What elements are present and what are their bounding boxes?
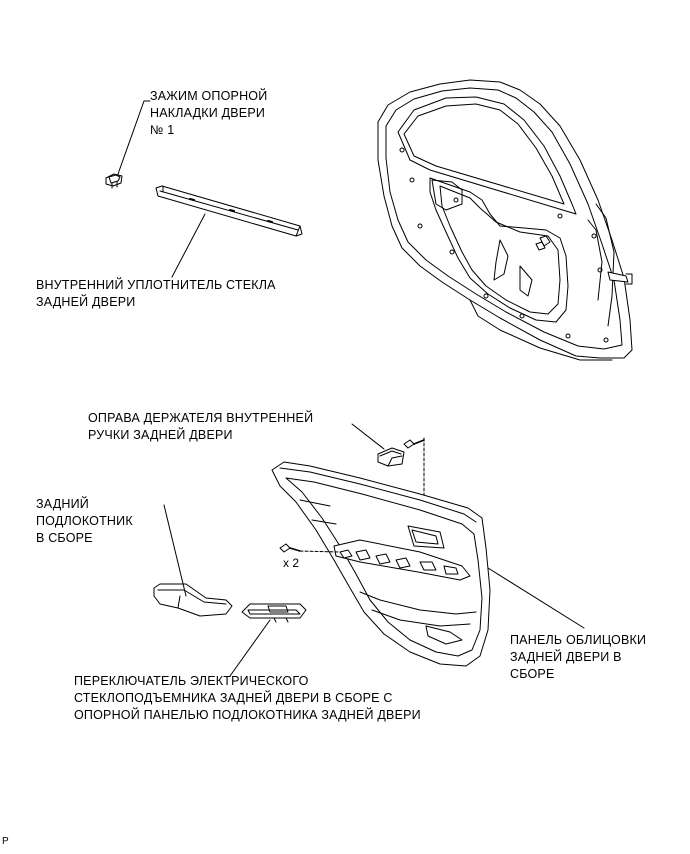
bezel-screw-part <box>403 439 425 449</box>
label-weatherstrip: ВНУТРЕННИЙ УПЛОТНИТЕЛЬ СТЕКЛА ЗАДНЕЙ ДВЕ… <box>36 278 276 309</box>
switch-leader-line <box>229 619 271 677</box>
weatherstrip-part <box>155 185 303 237</box>
panel-screw-part <box>279 543 301 553</box>
label-window-switch: ПЕРЕКЛЮЧАТЕЛЬ ЭЛЕКТРИЧЕСКОГО СТЕКЛОПОДЪЕ… <box>74 674 421 722</box>
armrest-part <box>153 583 233 617</box>
window-switch-part <box>241 603 307 623</box>
handle-bezel-leader-line <box>351 423 385 450</box>
handle-bezel-part <box>377 447 405 467</box>
armrest-leader-line <box>163 504 187 597</box>
weatherstrip-leader-line <box>171 213 206 278</box>
rear-door-frame <box>377 79 633 361</box>
panel-screw-guide <box>299 550 339 553</box>
label-clip: ЗАЖИМ ОПОРНОЙ НАКЛАДКИ ДВЕРИ № 1 <box>150 89 268 137</box>
label-screw-quantity: x 2 <box>283 556 300 570</box>
label-trim-panel: ПАНЕЛЬ ОБЛИЦОВКИ ЗАДНЕЙ ДВЕРИ В СБОРЕ <box>510 633 647 681</box>
door-trim-clip-part <box>105 173 123 189</box>
clip-leader-line <box>117 100 151 175</box>
page-marker: P <box>2 836 9 847</box>
door-trim-panel-part <box>271 461 491 667</box>
trim-panel-leader-line <box>487 567 585 629</box>
label-armrest: ЗАДНИЙ ПОДЛОКОТНИК В СБОРЕ <box>36 497 133 545</box>
label-handle-bezel: ОПРАВА ДЕРЖАТЕЛЯ ВНУТРЕННЕЙ РУЧКИ ЗАДНЕЙ… <box>88 411 314 442</box>
